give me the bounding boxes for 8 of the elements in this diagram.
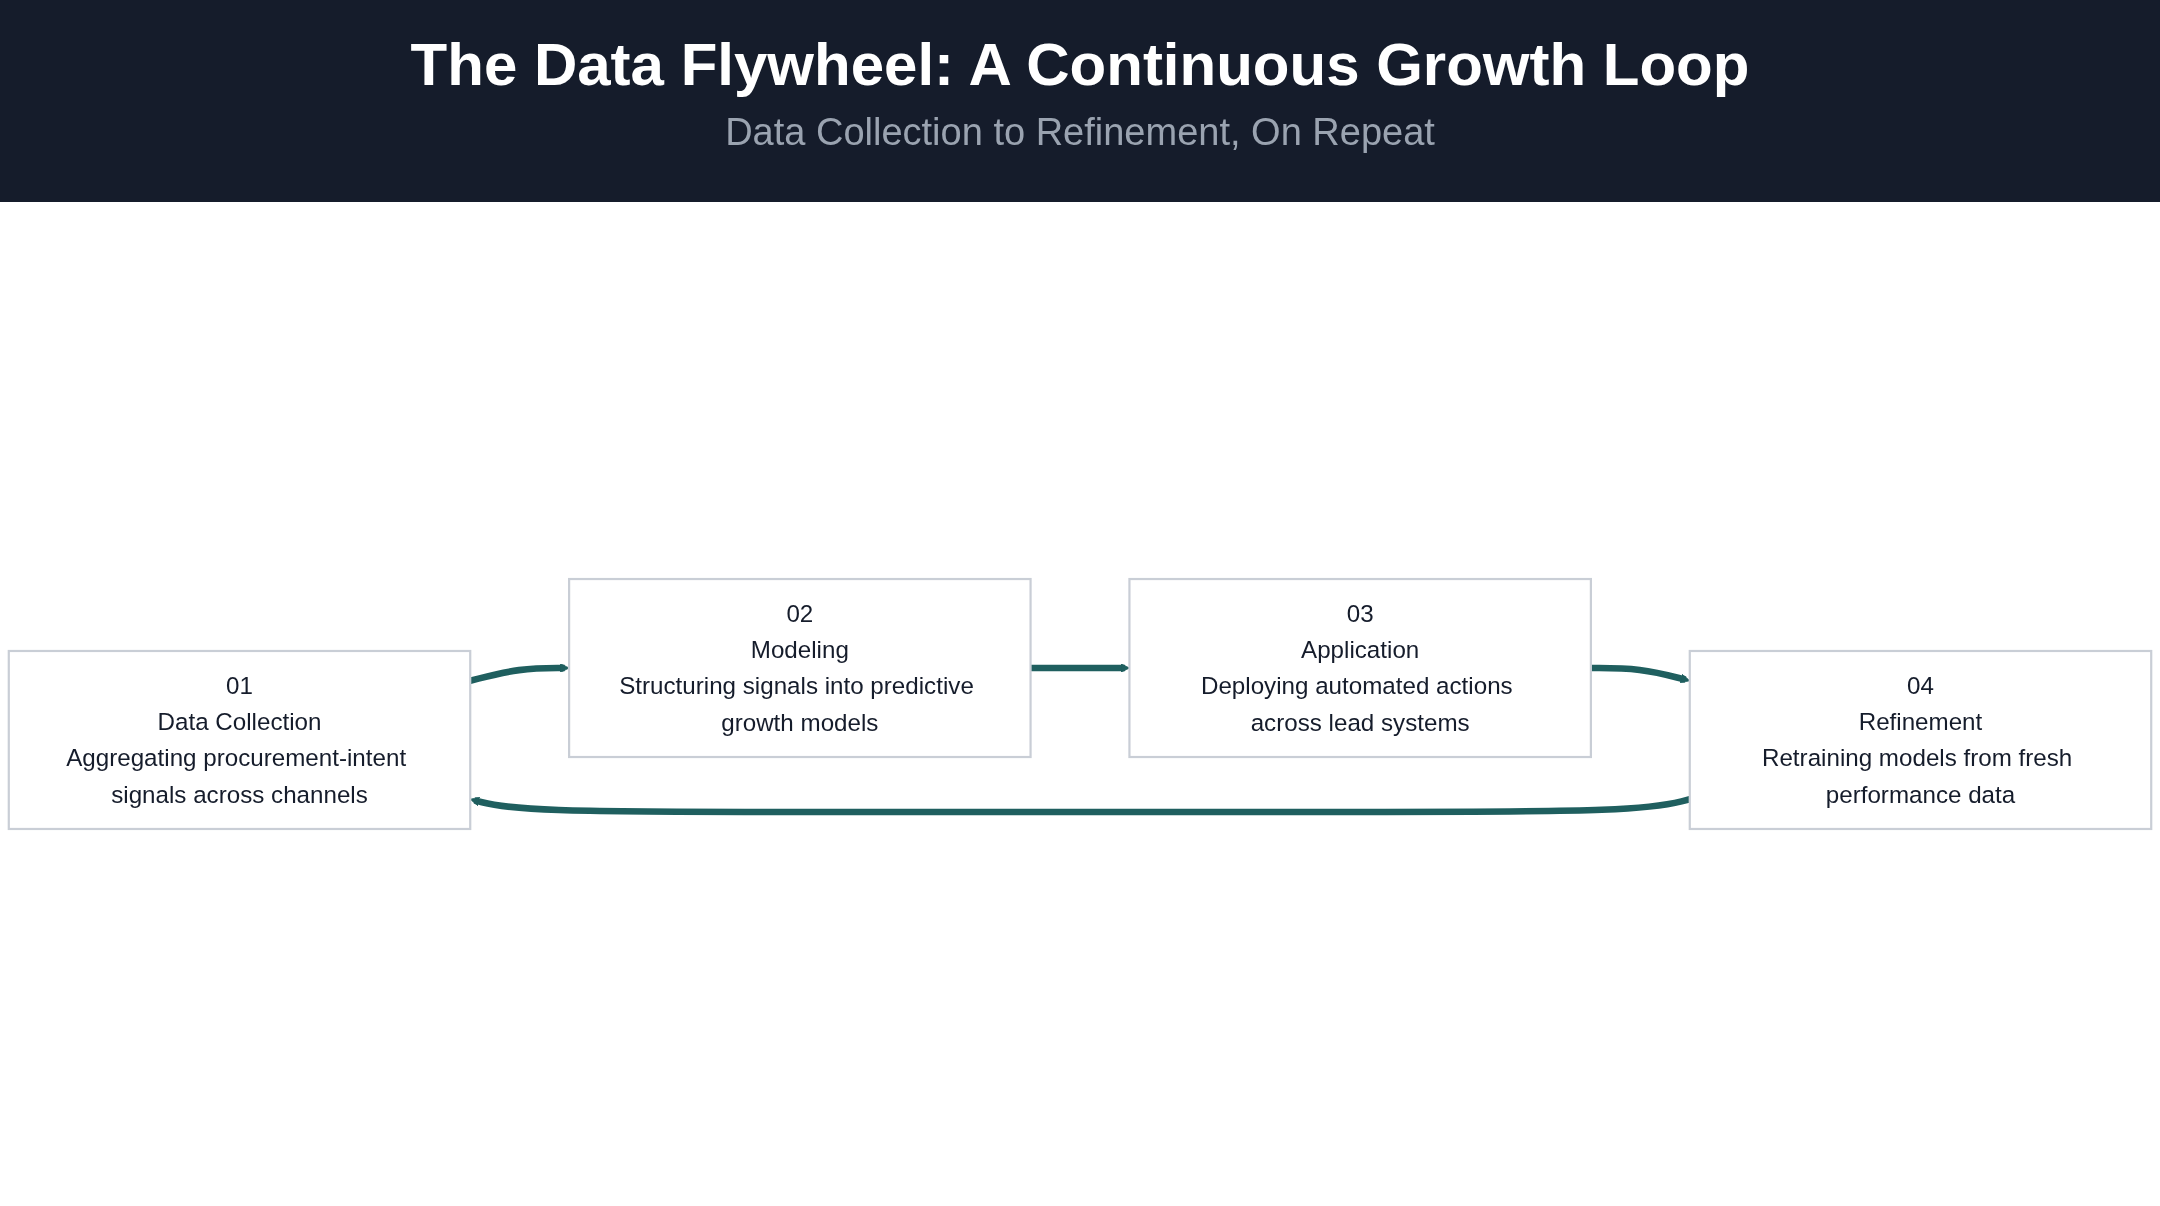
subtitle: Data Collection to Refinement, On Repeat — [725, 111, 1435, 154]
node-box: 03 Application Deploying automated actions across lead systems — [1128, 577, 1592, 759]
node-box: 01 Data Collection Aggregating procurement-intent signals across channels — [7, 649, 472, 831]
arrow — [1030, 663, 1130, 673]
arrow — [469, 663, 570, 684]
node-box: 02 Modeling Structuring signals into predictive growth models — [568, 577, 1032, 759]
node-box: 04 Refinement Retraining models from fresh performance data — [1688, 649, 2153, 831]
title: The Data Flywheel: A Continuous Growth Loop — [410, 30, 1750, 99]
